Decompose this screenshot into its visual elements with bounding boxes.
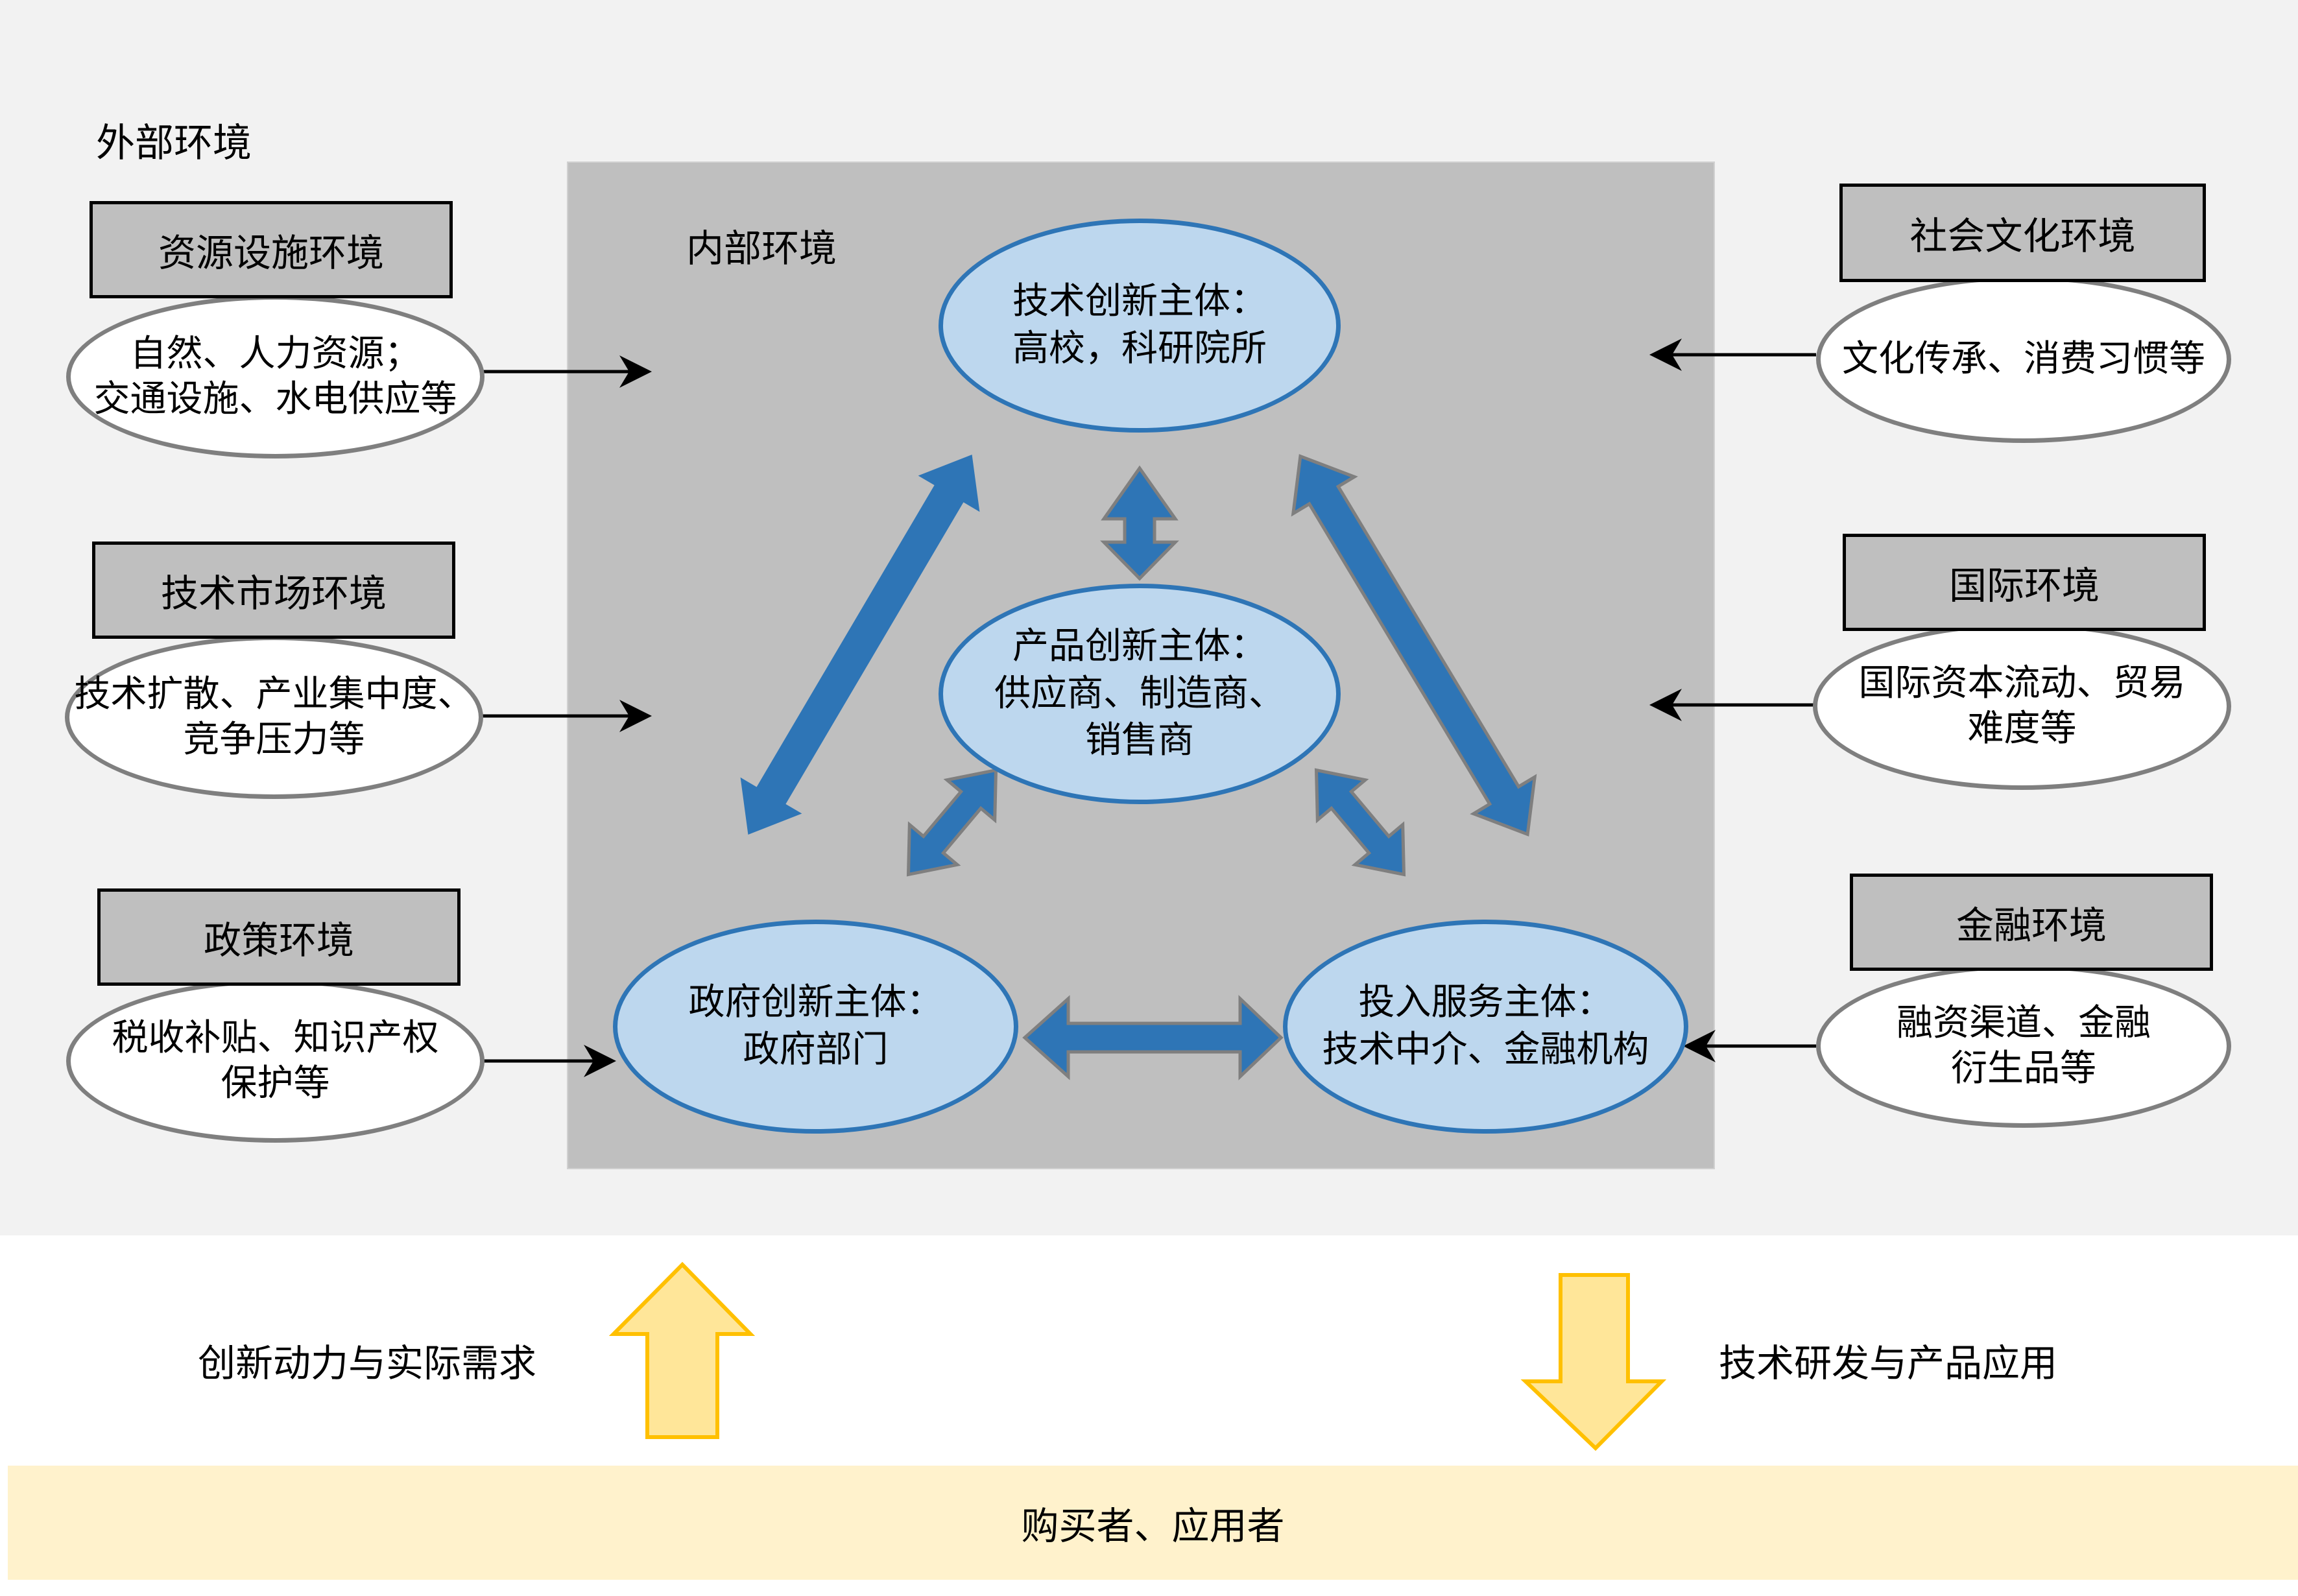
service-subject-node: 投入服务主体： 技术中介、金融机构 <box>1283 920 1688 1134</box>
buyers-users-bar: 购买者、应用者 <box>8 1466 2298 1580</box>
buyers-users-label: 购买者、应用者 <box>1021 1504 1285 1548</box>
detail-line: 交通设施、水电供应等 <box>93 378 457 420</box>
resource-facility-detail-ellipse: 自然、人力资源；交通设施、水电供应等 <box>66 295 485 459</box>
demand-flow-label: 创新动力与实际需求 <box>198 1341 537 1385</box>
policy-title: 政策环境 <box>97 888 461 986</box>
product-innovation-subject-node: 产品创新主体： 供应商、制造商、销售商 <box>939 584 1341 804</box>
node-line: 销售商 <box>1085 719 1194 762</box>
international-detail-ellipse: 国际资本流动、贸易难度等 <box>1813 623 2231 790</box>
node-line: 政府创新主体： <box>688 981 943 1024</box>
tech-innovation-subject-node: 技术创新主体： 高校，科研院所 <box>939 219 1341 433</box>
tech-market-detail-ellipse: 技术扩散、产业集中度、竞争压力等 <box>65 636 483 799</box>
policy-detail-ellipse: 税收补贴、知识产权保护等 <box>66 979 485 1143</box>
resource-facility-title: 资源设施环境 <box>90 201 453 298</box>
detail-line: 竞争压力等 <box>183 719 365 761</box>
international-title: 国际环境 <box>1843 534 2206 631</box>
detail-line: 融资渠道、金融 <box>1897 1002 2151 1044</box>
up-arrow-demand <box>608 1261 756 1439</box>
detail-line: 国际资本流动、贸易 <box>1858 662 2186 704</box>
node-line: 供应商、制造商、 <box>994 672 1285 715</box>
node-line: 技术创新主体： <box>1012 280 1267 323</box>
tech-market-title: 技术市场环境 <box>92 542 455 639</box>
external-environment-label: 外部环境 <box>96 121 252 166</box>
detail-line: 保护等 <box>221 1062 330 1104</box>
double-arrow-product-service <box>1314 768 1406 877</box>
double-arrow-tech-product <box>1100 465 1179 581</box>
node-line: 投入服务主体： <box>1358 981 1613 1024</box>
detail-line: 衍生品等 <box>1951 1047 2096 1090</box>
detail-line: 文化传承、消费习惯等 <box>1842 338 2205 380</box>
detail-line: 自然、人力资源； <box>130 333 421 375</box>
gov-innovation-subject-node: 政府创新主体： 政府部门 <box>613 920 1018 1134</box>
detail-line: 税收补贴、知识产权 <box>112 1017 439 1059</box>
double-arrow-gov-service <box>1022 995 1284 1080</box>
detail-line: 难度等 <box>1967 708 2077 750</box>
down-arrow-application <box>1520 1273 1667 1451</box>
finance-title: 金融环境 <box>1850 874 2213 971</box>
social-culture-title: 社会文化环境 <box>1839 184 2206 282</box>
finance-detail-ellipse: 融资渠道、金融衍生品等 <box>1816 964 2231 1128</box>
node-line: 高校，科研院所 <box>1012 328 1267 370</box>
culture-detail-ellipse: 文化传承、消费习惯等 <box>1816 276 2231 443</box>
node-line: 产品创新主体： <box>1012 625 1267 667</box>
application-flow-label: 技术研发与产品应用 <box>1719 1341 2058 1385</box>
double-arrow-tech-gov <box>740 455 980 835</box>
detail-line: 技术扩散、产业集中度、 <box>74 673 474 715</box>
node-line: 政府部门 <box>743 1029 889 1071</box>
double-arrow-tech-service <box>1291 454 1537 837</box>
node-line: 技术中介、金融机构 <box>1322 1029 1649 1071</box>
internal-environment-label: 内部环境 <box>686 226 837 270</box>
